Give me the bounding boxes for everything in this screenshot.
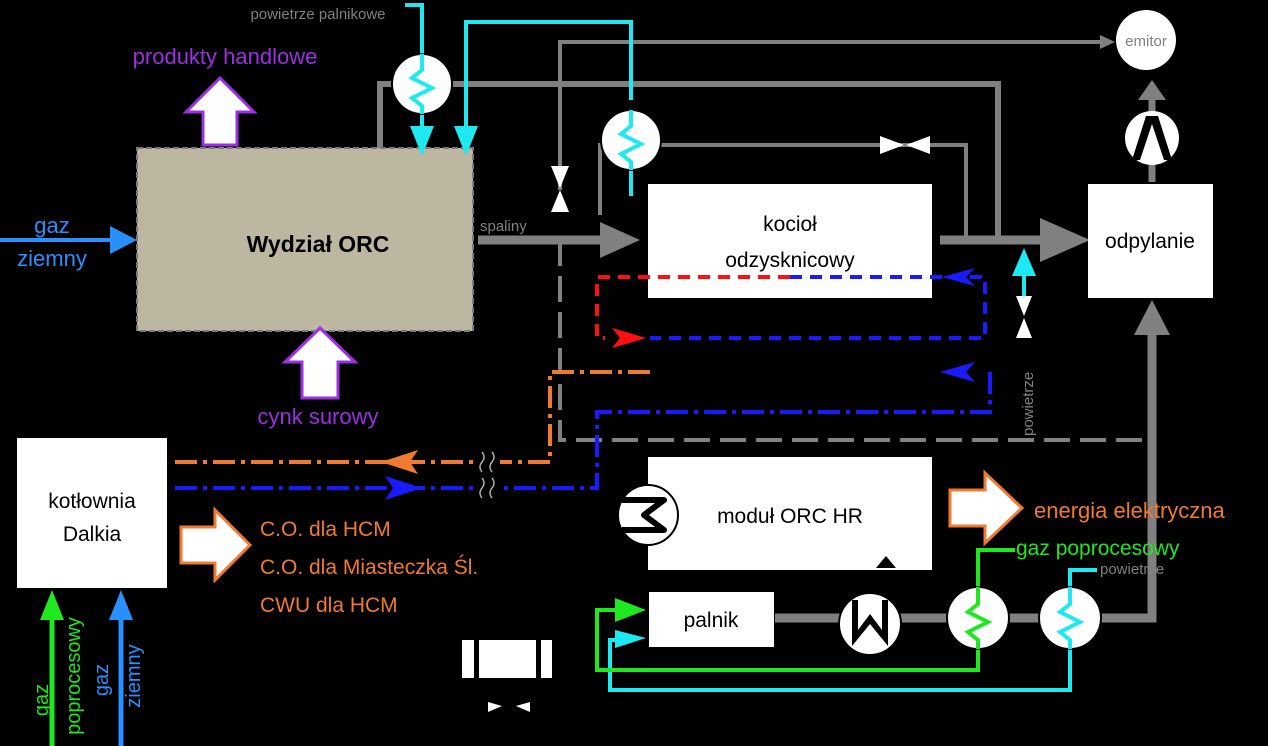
dashed-bypass: [558, 240, 1152, 442]
kociol-box: [648, 184, 932, 298]
kociol-label-2: odzysknicowy: [725, 249, 855, 272]
green-gas-arrow: [615, 598, 646, 622]
valve-icon: [880, 136, 930, 154]
air-burner-arrow: [410, 126, 434, 156]
label-gaz-ziemny-2: ziemny: [17, 246, 87, 271]
gaz-ziemny-bottom-arrow: [109, 590, 133, 620]
legend-valve-bottom: [488, 702, 530, 712]
exchanger-coil: [617, 110, 646, 170]
label-cynk-surowy: cynk surowy: [257, 404, 378, 429]
valve-icon: [488, 702, 530, 712]
orange-arrow-kotlownia: [381, 450, 418, 474]
flue-branch-exchanger: [598, 143, 968, 236]
kociol-label-1: kocioł: [763, 213, 817, 236]
exchanger-coil: [1056, 587, 1085, 649]
label-spaliny: spaliny: [480, 218, 527, 235]
arrow-energia: [948, 469, 1025, 547]
valve-vertical-right: [1016, 296, 1032, 338]
label-powietrze-vertical: powietrze: [1020, 372, 1037, 436]
label-gaz-ziemny-bottom-2: ziemny: [123, 644, 145, 707]
blue-arrow-upper: [942, 268, 975, 286]
blue-circuit-middle: [500, 372, 992, 490]
valve-vertical-left: [551, 166, 569, 212]
exchanger-coil: [964, 587, 993, 649]
odpylanie-box: [1088, 184, 1213, 298]
orange-circuit: [500, 370, 650, 464]
gaz-ziemny-arrow: [110, 226, 137, 254]
label-powietrze-right: powietrze: [1100, 561, 1164, 578]
label-powietrze-palnikowe: powietrze palnikowe: [250, 6, 385, 23]
arrow-cynk-surowy: [281, 325, 359, 400]
exchanger-cyan: [1038, 586, 1102, 650]
fan-icon: [852, 600, 888, 646]
filter-bar: [536, 640, 541, 678]
gaz-poproc-arrow: [40, 590, 64, 620]
legend-filter-bottom: [462, 640, 552, 678]
air-palnik-arrow: [615, 630, 646, 648]
turbine-icon: [622, 497, 667, 533]
red-circuit: [595, 275, 790, 340]
wydzial-orc-box: [136, 147, 474, 332]
arrow-to-emitor: [1100, 35, 1115, 49]
label-cwu-hcm: CWU dla HCM: [260, 594, 398, 617]
blue-arrow-kotlownia: [385, 476, 422, 500]
kotlownia-box: [17, 438, 167, 588]
label-gaz-ziemny-1: gaz: [34, 213, 69, 238]
label-gaz-ziemny-bottom-1: gaz: [91, 664, 113, 696]
modul-orc-box: [648, 457, 932, 570]
arrow-up-emitor: [1138, 80, 1166, 100]
air-odpylanie-arrow: [1012, 248, 1036, 276]
exchanger-top-left: [391, 53, 453, 115]
kotlownia-label-1: kotłownia: [48, 490, 136, 513]
blue-arrow-middle: [940, 362, 975, 382]
valve-horizontal-top: [880, 136, 930, 154]
exchanger-top-mid: [600, 109, 662, 171]
flue-loop-top: [377, 81, 1001, 236]
red-arrow: [612, 328, 646, 348]
fan-palnik: [838, 592, 902, 656]
odpylanie-label: odpylanie: [1105, 230, 1195, 253]
break-mark-lower: [479, 477, 495, 499]
label-gaz-poprocesowy-right: gaz poprocesowy: [1016, 537, 1180, 560]
fan-icon: [1132, 116, 1172, 160]
exchanger-green: [946, 586, 1010, 650]
flue-bypass-emitor: [558, 40, 1110, 190]
flue-return-to-odpylanie: [1100, 330, 1157, 623]
palnik-box: [649, 592, 774, 647]
emitor-label: emitor: [1125, 33, 1167, 50]
modul-notch-icon: [876, 556, 896, 568]
emitor-circle: [1116, 10, 1176, 70]
label-co-hcm: C.O. dla HCM: [260, 518, 391, 541]
label-produkty-handlowe: produkty handlowe: [133, 44, 318, 69]
turbine-orc: [617, 484, 679, 546]
modul-orc-label: moduł ORC HR: [717, 505, 863, 528]
green-gas-line: [595, 548, 1015, 672]
blue-circuit-upper: [650, 275, 987, 340]
filter-bar: [474, 640, 479, 678]
air-lines: [405, 3, 1097, 692]
label-energia-elektryczna: energia elektryczna: [1034, 498, 1226, 523]
air-preheat-line: [464, 20, 633, 140]
exchanger-coil: [408, 54, 437, 114]
process-gas-lines: [595, 548, 1015, 672]
arrow-up-odpylanie: [1134, 300, 1170, 335]
wydzial-orc-label: Wydział ORC: [247, 231, 390, 257]
label-gaz-poproc-bottom-2: poprocesowy: [63, 617, 85, 735]
flue-arrow-to-odpylanie: [1040, 218, 1090, 262]
air-palnik-line: [608, 568, 1097, 692]
flue-arrow-to-kociol: [600, 222, 640, 258]
palnik-label: palnik: [684, 609, 739, 632]
break-mark-upper: [479, 451, 495, 473]
label-gaz-poproc-bottom-1: gaz: [31, 684, 53, 716]
kotlownia-label-2: Dalkia: [63, 523, 122, 546]
label-co-miasteczka: C.O. dla Miasteczka Śl.: [260, 555, 478, 579]
valve-icon: [551, 166, 569, 212]
arrow-co-cwu: [179, 506, 253, 584]
arrow-produkty-handlowe: [182, 75, 258, 147]
heat-circuits: [175, 268, 992, 500]
valve-icon: [1016, 296, 1032, 338]
fan-emitor: [1125, 111, 1179, 165]
air-preheat-arrow: [454, 126, 478, 156]
